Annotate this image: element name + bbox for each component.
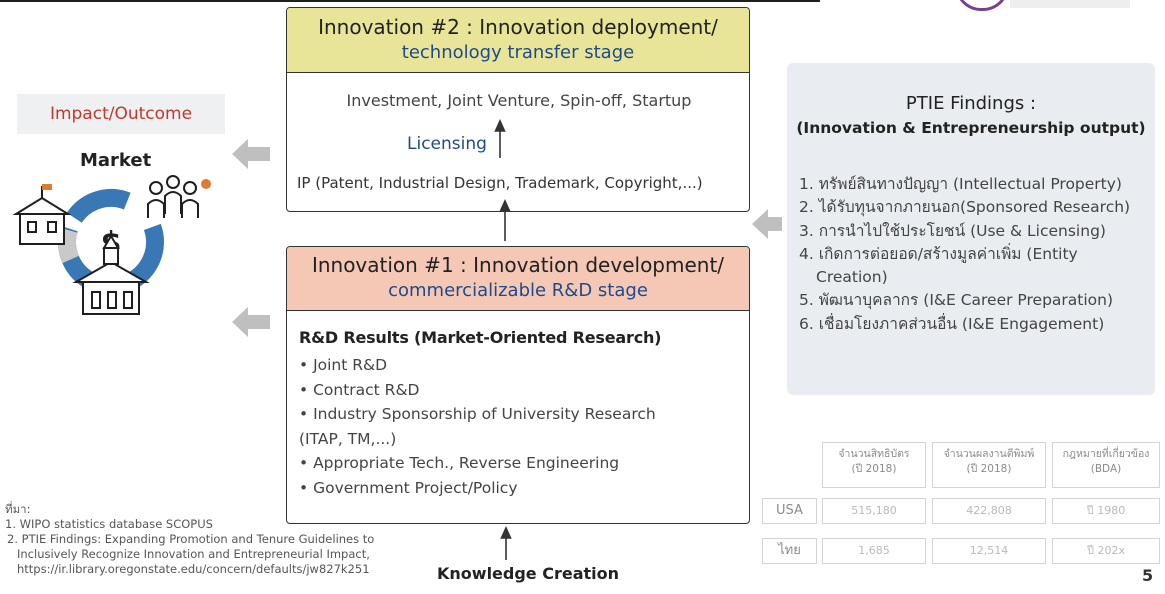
licensing-label: Licensing [407,134,487,154]
innovation1-subtitle: commercializable R&D stage [388,280,648,301]
innovation2-outputs: Investment, Joint Venture, Spin-off, Sta… [346,91,692,110]
innovation2-box: Innovation #2 : Innovation deployment/ t… [286,7,750,212]
table-cell: ปี 202x [1052,538,1160,564]
references: ที่มา: 1. WIPO statistics database SCOPU… [5,502,405,577]
ptie-subtitle: (Innovation & Entrepreneurship output) [796,119,1146,137]
ptie-item: 2. ได้รับทุนจากภายนอก(Sponsored Research… [799,198,1131,217]
header-line: จำนวนสิทธิบัตร [838,448,910,460]
ptie-item: 1. ทรัพย์สินทางปัญญา (Intellectual Prope… [799,175,1122,193]
ptie-item: 4. เกิดการต่อยอด/สร้างมูลค่าเพิ่ม (Entit… [799,244,1078,263]
knowledge-creation-label: Knowledge Creation [437,564,620,583]
table-cell: 515,180 [822,498,926,524]
header-line: กฎหมายที่เกี่ยวข้อง [1062,448,1150,460]
market-label: Market [80,150,152,171]
people-icon [147,175,211,218]
licensing-arrow-head [494,119,506,132]
header-line: จำนวนผลงานตีพิมพ์ [943,448,1035,460]
table-header-law: กฎหมายที่เกี่ยวข้อง (BDA) [1052,442,1160,488]
ptie-findings-panel: PTIE Findings : (Innovation & Entreprene… [787,63,1155,395]
left-arrow-upper [232,139,270,169]
rd-results-title: R&D Results (Market-Oriented Research) [299,328,662,347]
rd-results-list: • Joint R&D • Contract R&D • Industry Sp… [299,353,739,500]
ptie-list: 1. ทรัพย์สินทางปัญญา (Intellectual Prope… [799,173,1149,336]
reference-item: 1. WIPO statistics database SCOPUS [5,517,213,531]
table-cell: ปี 1980 [1052,498,1160,524]
rd-item: • Appropriate Tech., Reverse Engineering [299,454,620,472]
header-line: (ปี 2018) [851,463,897,475]
header-line: (ปี 2018) [966,463,1012,475]
innovation1-title: Innovation #1 : Innovation development/ [311,253,725,277]
innovation2-subtitle: technology transfer stage [401,42,635,63]
rd-item-continued: (ITAP, TM,...) [299,429,397,448]
rd-item: • Joint R&D [299,356,388,374]
reference-item: 2. PTIE Findings: Expanding Promotion an… [7,532,375,576]
university-building-icon [72,234,150,315]
up-arrow-middle-head [499,199,511,212]
left-arrow-ptie [752,209,782,239]
market-illustration: $ [12,175,211,315]
table-cell: 12,514 [932,538,1046,564]
building-icon [12,184,72,245]
logo-text-faint [1010,0,1130,8]
table-header-patents: จำนวนสิทธิบัตร (ปี 2018) [822,442,926,488]
top-rule [0,0,820,2]
rd-item: • Contract R&D [299,380,420,399]
left-arrow-lower [232,307,270,337]
up-arrow-bottom-head [500,526,512,539]
references-label: ที่มา: [5,502,31,516]
ptie-item: 6. เชื่อมโยงภาคส่วนอื่น (I&E Engagement) [799,314,1105,333]
row-label-usa: USA [762,498,817,524]
impact-outcome-label: Impact/Outcome [17,94,225,134]
header-line: (BDA) [1090,463,1122,475]
innovation2-header: Innovation #2 : Innovation deployment/ t… [287,8,749,73]
table-cell: 422,808 [932,498,1046,524]
ptie-item: 5. พัฒนาบุคลากร (I&E Career Preparation) [799,291,1114,310]
table-header-publications: จำนวนผลงานตีพิมพ์ (ปี 2018) [932,442,1046,488]
ptie-item-continued: Creation) [816,268,888,287]
row-label-thai: ไทย [762,538,817,564]
rd-item: • Government Project/Policy [299,478,518,497]
innovation2-title: Innovation #2 : Innovation deployment/ [318,15,718,39]
innovation1-box: Innovation #1 : Innovation development/ … [286,246,750,524]
innovation1-header: Innovation #1 : Innovation development/ … [287,247,749,311]
rd-item: • Industry Sponsorship of University Res… [299,405,656,423]
table-cell: 1,685 [822,538,926,564]
ptie-item: 3. การนำไปใช้ประโยชน์ (Use & Licensing) [799,221,1106,240]
ip-line: IP (Patent, Industrial Design, Trademark… [297,174,703,192]
page-number: 5 [1142,566,1154,585]
ptie-title: PTIE Findings : [905,93,1037,114]
